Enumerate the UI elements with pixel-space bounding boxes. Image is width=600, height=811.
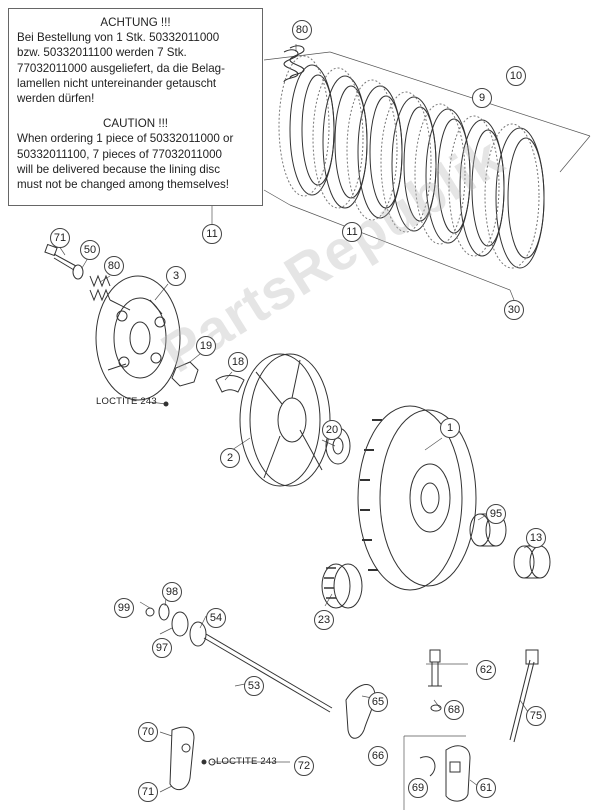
pressure-plate-3 [95,275,181,401]
push-rod-53 [203,633,333,713]
callout-11-b: 11 [342,222,362,242]
callout-53: 53 [244,676,264,696]
callout-80: 80 [104,256,124,276]
spring-80-top [283,45,305,83]
callout-2: 2 [220,448,240,468]
bleed-valve-62 [428,649,442,687]
slave-cylinder-75 [509,649,539,743]
callout-11-a: 11 [202,224,222,244]
callout-30: 30 [504,300,524,320]
callout-54: 54 [206,608,226,628]
screw-71-top [44,243,77,271]
loctite-label-2: LOCTITE 243 [216,756,277,767]
cover-70 [169,726,195,791]
bearing-97 [171,611,189,637]
washer-98 [158,603,170,621]
callout-9: 9 [472,88,492,108]
notice-box: ACHTUNG !!! Bei Bestellung von 1 Stk. 50… [8,8,263,206]
washer-50 [72,264,84,280]
notice-en-heading: CAUTION !!! [102,117,169,131]
ball-99 [145,607,155,617]
callout-3: 3 [166,266,186,286]
callout-97: 97 [152,638,172,658]
callout-10: 10 [506,66,526,86]
loctite-label-1: LOCTITE 243 [96,396,157,407]
callout-62: 62 [476,660,496,680]
clutch-piston-61 [445,745,471,802]
lever-65 [345,684,376,739]
bushing-13 [513,545,551,579]
callout-20: 20 [322,420,342,440]
callout-13: 13 [526,528,546,548]
spring-clip-69 [419,756,436,777]
callout-19: 19 [196,336,216,356]
callout-75: 75 [526,706,546,726]
callout-69: 69 [408,778,428,798]
loctite-marker-2 [201,759,207,765]
spring-80 [89,274,111,302]
seal-54 [189,621,207,647]
callout-50: 50 [80,240,100,260]
outer-basket-1 [357,405,477,591]
notice-de-text: Bei Bestellung von 1 Stk. 50332011000 bz… [17,31,225,106]
callout-65: 65 [368,692,388,712]
notice-de-heading: ACHTUNG !!! [100,16,171,29]
callout-70: 70 [138,722,158,742]
gear-23 [321,563,363,609]
callout-98: 98 [162,582,182,602]
callout-66: 66 [368,746,388,766]
leader-lines [58,44,591,810]
callout-72: 72 [294,756,314,776]
callout-68: 68 [444,700,464,720]
lock-washer-18 [215,375,245,393]
callout-71-bottom: 71 [138,782,158,802]
callout-61: 61 [476,778,496,798]
callout-95: 95 [486,504,506,524]
inner-hub-2 [239,353,331,487]
notice-en-text: When ordering 1 piece of 50332011000 or … [17,132,234,192]
nut-19 [171,361,199,387]
o-ring-72 [208,758,216,766]
loctite-marker-1 [163,401,169,407]
callout-99: 99 [114,598,134,618]
callout-1: 1 [440,418,460,438]
callout-18: 18 [228,352,248,372]
callout-80-top: 80 [292,20,312,40]
callout-71-top: 71 [50,228,70,248]
callout-23: 23 [314,610,334,630]
clutch-disc-pack [278,55,545,269]
cap-68 [430,704,442,712]
